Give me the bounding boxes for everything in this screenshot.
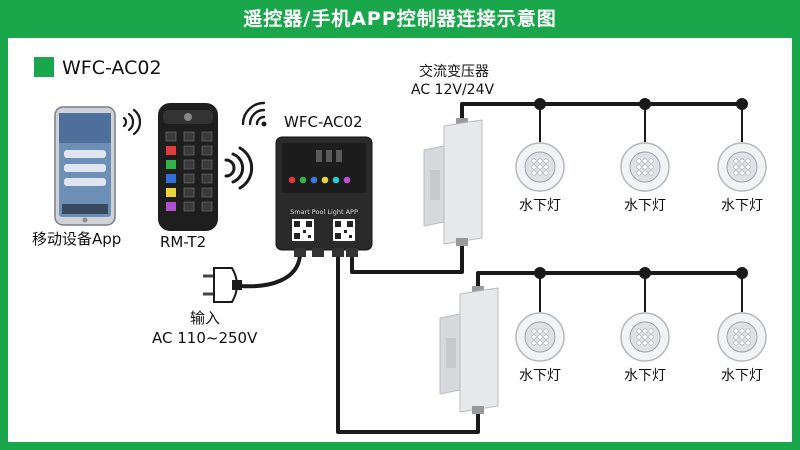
wifi-dot (261, 121, 267, 127)
underwater-lamp: 水下灯 (515, 312, 565, 384)
qr-code-icon (333, 219, 355, 241)
underwater-lamp: 水下灯 (717, 312, 767, 384)
power-input-cable (238, 253, 302, 289)
lamp-label: 水下灯 (624, 198, 666, 214)
controller-to-transformer-b-wire (336, 253, 480, 434)
transformer-voltage: AC 12V/24V (411, 82, 494, 98)
page-title: 遥控器/手机APP控制器连接示意图 (0, 0, 800, 38)
controller-wfc-ac02: Smart Pool Light APP (275, 136, 373, 257)
underwater-lamp: 水下灯 (717, 142, 767, 214)
lamp-label: 水下灯 (519, 198, 561, 214)
junction-dots (534, 98, 748, 279)
qr-code-icon (292, 219, 314, 241)
lamp-label: 水下灯 (721, 368, 763, 384)
power-input-voltage: AC 110~250V (152, 329, 258, 347)
power-input-label: 输入 (190, 309, 220, 327)
signal-waves-icon (224, 146, 254, 190)
lamp-label: 水下灯 (721, 198, 763, 214)
controller-label: WFC-AC02 (284, 113, 363, 131)
underwater-lamp: 水下灯 (515, 142, 565, 214)
mobile-phone (54, 106, 116, 226)
signal-waves-icon (122, 108, 142, 136)
upper-bus-wire (460, 102, 744, 124)
plug-icon (203, 267, 242, 303)
phone-label: 移动设备App (32, 230, 121, 248)
model-heading: WFC-AC02 (62, 57, 162, 79)
controller-app-caption: Smart Pool Light APP (290, 208, 358, 216)
underwater-lamps: 水下灯水下灯水下灯水下灯水下灯水下灯 (515, 142, 767, 384)
remote-label: RM-T2 (160, 233, 206, 251)
lamp-label: 水下灯 (519, 368, 561, 384)
underwater-lamp: 水下灯 (620, 142, 670, 214)
transformer-label: 交流变压器 (419, 63, 489, 80)
transformer-b (439, 286, 499, 414)
wifi-icon (241, 101, 266, 126)
lamp-label: 水下灯 (624, 368, 666, 384)
lamp-drops (539, 104, 743, 312)
lower-bus-wire (476, 271, 744, 292)
remote-control-rm-t2 (158, 103, 218, 231)
underwater-lamp: 水下灯 (620, 312, 670, 384)
controller-to-transformer-a-wire (350, 240, 464, 274)
transformer-a (423, 118, 483, 246)
green-marker-icon (34, 57, 54, 77)
